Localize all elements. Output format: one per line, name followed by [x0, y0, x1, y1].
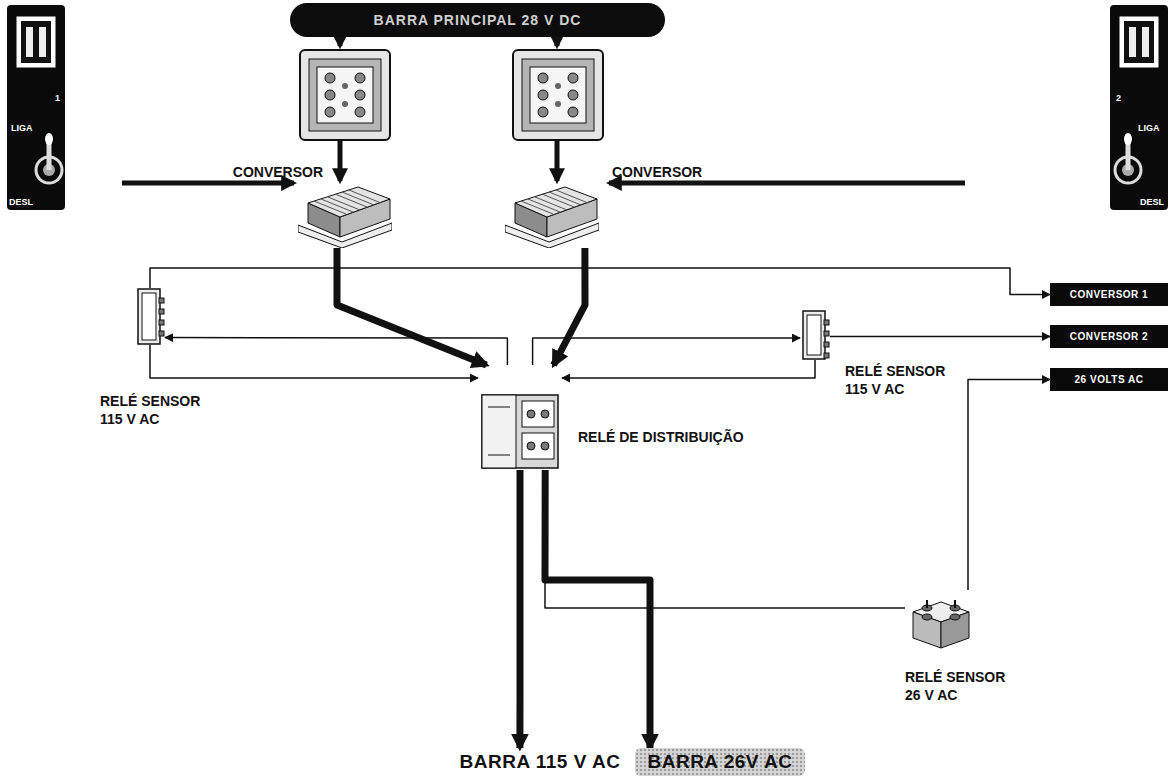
label-text: RELÉ DE DISTRIBUIÇÃO: [578, 428, 798, 446]
power-connector: [337, 248, 486, 365]
sensor-relay: RELÉ SENSOR 115 V AC: [135, 288, 165, 345]
relay-symbol: [800, 310, 830, 360]
contactor: [513, 50, 603, 140]
label-text: CONVERSOR 1: [1070, 289, 1148, 300]
label-text: CONVERSOR: [215, 163, 323, 181]
label-text: 1: [55, 93, 60, 103]
converter: CONVERSOR: [505, 185, 599, 248]
power-connector: [554, 248, 585, 365]
sensor-relay: RELÉ SENSOR 26 V AC: [905, 590, 975, 650]
bus-label: BARRA 115 V AC: [455, 748, 625, 776]
power-arrow: [122, 37, 965, 183]
label-text: 26 VOLTS AC: [1075, 374, 1144, 385]
label-text: 2: [1116, 93, 1121, 103]
switch-panel-symbol: [1110, 5, 1168, 210]
label-text: RELÉ SENSOR 115 V AC: [100, 392, 204, 428]
label-text: RELÉ SENSOR 115 V AC: [845, 362, 949, 398]
relay-symbol: [478, 365, 562, 470]
converter-symbol: [298, 185, 392, 248]
signal-connector: [830, 336, 1050, 338]
label-text: DESL: [1140, 197, 1164, 207]
signal-connector: [545, 470, 905, 608]
label-text: CONVERSOR 2: [1070, 331, 1148, 342]
warning-light: CONVERSOR 2: [1050, 325, 1168, 348]
warning-light: 26 VOLTS AC: [1050, 368, 1168, 391]
switch-panel: 1LIGA DESL: [7, 5, 65, 210]
label-text: BARRA 26V AC: [647, 751, 792, 773]
signal-connector: [533, 338, 800, 365]
label-text: LIGA: [1138, 123, 1160, 133]
label-text: LIGA: [11, 123, 33, 133]
label-text: BARRA 115 V AC: [460, 751, 621, 773]
switch-panel: 2LIGA DESL: [1110, 5, 1168, 210]
bus-label: BARRA 26V AC: [635, 748, 805, 776]
label-text: DESL: [9, 197, 33, 207]
converter: CONVERSOR: [298, 185, 392, 248]
label-text: BARRA PRINCIPAL 28 V DC: [374, 12, 582, 28]
signal-connector: [165, 338, 507, 365]
power-connector: [516, 470, 523, 748]
warning-light: CONVERSOR 1: [1050, 283, 1168, 306]
power-connector: [545, 470, 650, 748]
contactor: [300, 50, 390, 140]
sensor-relay: RELÉ SENSOR 115 V AC: [800, 310, 830, 360]
label-text: CONVERSOR: [612, 163, 722, 181]
signal-connector: [150, 345, 478, 378]
signal-connector: [562, 360, 815, 378]
signal-connector: [150, 268, 1050, 295]
signal-connector: [968, 380, 1050, 591]
relay-symbol: [135, 288, 165, 345]
converter-symbol: [505, 185, 599, 248]
switch-panel-symbol: [7, 5, 65, 210]
distribution-relay: RELÉ DE DISTRIBUIÇÃO: [478, 365, 562, 470]
label-text: RELÉ SENSOR 26 V AC: [905, 668, 1009, 704]
bus-band: BARRA PRINCIPAL 28 V DC: [290, 3, 665, 37]
relay-symbol: [905, 590, 975, 650]
